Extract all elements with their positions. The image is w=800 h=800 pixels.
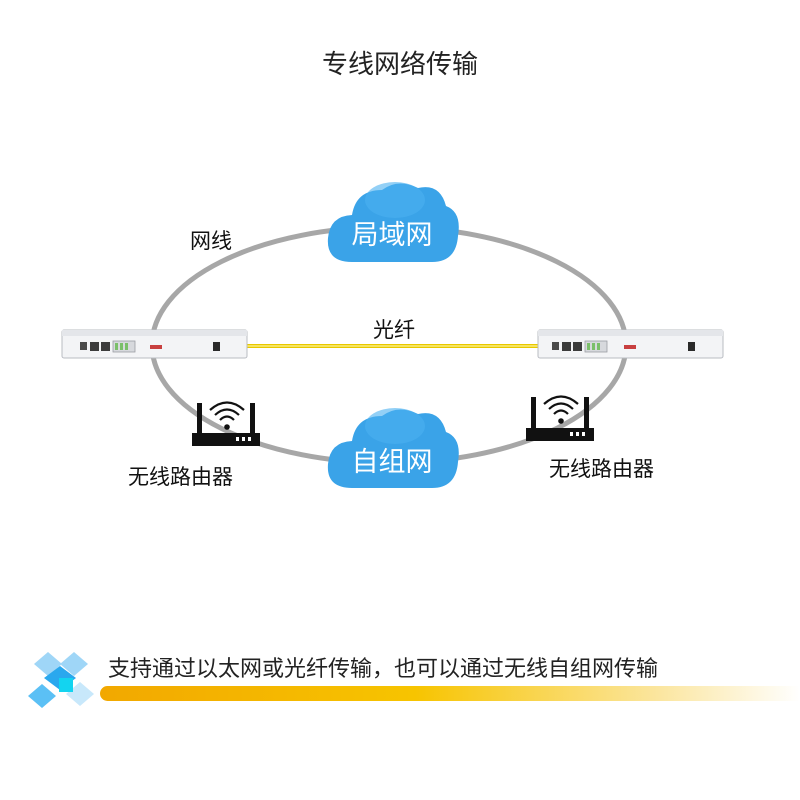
caption-text: 支持通过以太网或光纤传输，也可以通过无线自组网传输 [108, 657, 659, 682]
left-rack-device [61, 329, 248, 359]
cloud-label-adhoc: 自组网 [351, 447, 433, 478]
router-icon-left [192, 401, 260, 446]
cloud-icon-top [327, 182, 459, 262]
accent-bar [100, 686, 800, 701]
router-label-left: 无线路由器 [128, 465, 233, 489]
cable-label: 网线 [190, 229, 232, 253]
router-icon-right [526, 395, 594, 441]
right-rack-device [537, 329, 724, 359]
cloud-icon-bottom [327, 408, 459, 488]
fiber-label: 光纤 [373, 318, 415, 342]
cloud-label-lan: 局域网 [351, 220, 433, 251]
brand-logo-icon [28, 652, 94, 708]
router-label-right: 无线路由器 [549, 457, 654, 481]
page-title: 专线网络传输 [321, 50, 478, 80]
